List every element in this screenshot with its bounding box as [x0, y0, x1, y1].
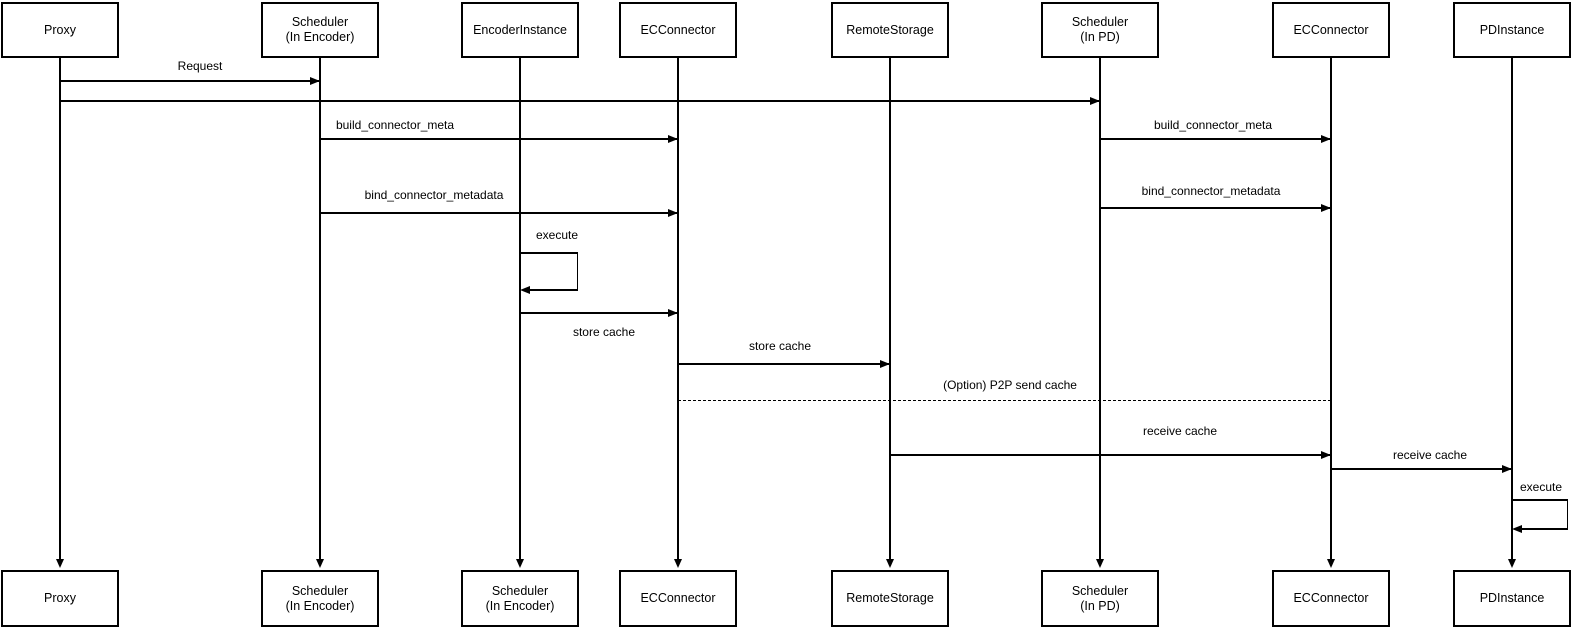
actor-label: Scheduler (In Encoder) — [285, 583, 355, 613]
actor-label: Proxy — [44, 591, 76, 605]
message-store-cache-1-label: store cache — [570, 325, 638, 339]
lifeline-proxy — [59, 58, 61, 560]
lifeline-end-arrowhead-icon — [674, 559, 682, 568]
arrowhead-icon — [880, 360, 890, 368]
message-execute-right-loop-top — [1512, 499, 1568, 501]
message-bind-connector-metadata-left-label: bind_connector_metadata — [362, 188, 506, 202]
message-receive-cache-2-line — [1331, 468, 1512, 470]
arrowhead-icon — [1512, 525, 1522, 533]
actor-label: EncoderInstance — [473, 22, 567, 37]
message-build-connector-meta-right-label: build_connector_meta — [1151, 118, 1275, 132]
message-build-connector-meta-left-label: build_connector_meta — [333, 118, 457, 132]
actor-bottom-scheduler-pd: Scheduler (In PD) — [1041, 570, 1159, 627]
message-build-connector-meta-right-line — [1100, 138, 1331, 140]
lifeline-end-arrowhead-icon — [1096, 559, 1104, 568]
arrowhead-icon — [1502, 465, 1512, 473]
message-request-label: Request — [175, 59, 225, 73]
actor-bottom-pdinstance: PDInstance — [1453, 570, 1571, 627]
lifeline-scheduler-pd — [1099, 58, 1101, 560]
actor-label: RemoteStorage — [846, 591, 934, 605]
actor-label: Proxy — [44, 22, 76, 37]
actor-top-scheduler-pd: Scheduler (In PD) — [1041, 2, 1159, 58]
lifeline-ecconnector-right — [1330, 58, 1332, 560]
actor-label: Scheduler (In Encoder) — [485, 583, 555, 613]
message-p2p-send-cache-label: (Option) P2P send cache — [941, 378, 1079, 392]
actor-label: ECConnector — [640, 22, 716, 37]
actor-top-remotestorage: RemoteStorage — [831, 2, 949, 58]
actor-label: ECConnector — [1293, 22, 1369, 37]
actor-top-ecconnector-left: ECConnector — [619, 2, 737, 58]
message-store-cache-2-label: store cache — [746, 339, 814, 353]
arrowhead-icon — [310, 77, 320, 85]
actor-label: Scheduler (In PD) — [1071, 583, 1129, 613]
arrowhead-icon — [1321, 204, 1331, 212]
message-receive-cache-2-label: receive cache — [1390, 448, 1470, 462]
actor-label: PDInstance — [1479, 591, 1545, 605]
lifeline-scheduler-encoder — [319, 58, 321, 560]
lifeline-pdinstance — [1511, 58, 1513, 560]
message-execute-left-label: execute — [533, 228, 581, 242]
arrowhead-icon — [668, 209, 678, 217]
lifeline-end-arrowhead-icon — [56, 559, 64, 568]
message-bind-connector-metadata-right-label: bind_connector_metadata — [1139, 184, 1283, 198]
lifeline-ecconnector-left — [677, 58, 679, 560]
actor-label: ECConnector — [1293, 591, 1369, 605]
lifeline-end-arrowhead-icon — [516, 559, 524, 568]
actor-label: Scheduler (In Encoder) — [285, 15, 355, 44]
arrowhead-icon — [1321, 135, 1331, 143]
message-execute-left-loop-side — [576, 252, 578, 291]
arrowhead-icon — [1321, 451, 1331, 459]
actor-bottom-scheduler-encoder: Scheduler (In Encoder) — [261, 570, 379, 627]
message-execute-right-loop-bottom — [1521, 528, 1568, 530]
message-bind-connector-metadata-right-line — [1100, 207, 1331, 209]
arrowhead-icon — [1090, 97, 1100, 105]
actor-bottom-remotestorage: RemoteStorage — [831, 570, 949, 627]
message-store-cache-2-line — [678, 363, 890, 365]
lifeline-end-arrowhead-icon — [316, 559, 324, 568]
message-forward-line — [60, 100, 1100, 102]
actor-bottom-ecconnector-right: ECConnector — [1272, 570, 1390, 627]
actor-top-proxy: Proxy — [1, 2, 119, 58]
message-receive-cache-1-label: receive cache — [1140, 424, 1220, 438]
lifeline-end-arrowhead-icon — [1327, 559, 1335, 568]
message-receive-cache-1-line — [890, 454, 1331, 456]
lifeline-end-arrowhead-icon — [1508, 559, 1516, 568]
actor-top-pdinstance: PDInstance — [1453, 2, 1571, 58]
actor-label: RemoteStorage — [846, 22, 934, 37]
message-bind-connector-metadata-left-line — [320, 212, 678, 214]
message-p2p-send-cache-dashed-line — [678, 400, 1331, 402]
arrowhead-icon — [668, 309, 678, 317]
actor-top-scheduler-encoder: Scheduler (In Encoder) — [261, 2, 379, 58]
message-execute-left-loop-top — [520, 252, 578, 254]
message-build-connector-meta-left-line — [320, 138, 678, 140]
actor-top-encoderinstance: EncoderInstance — [461, 2, 579, 58]
actor-label: ECConnector — [640, 591, 716, 605]
message-request-line — [60, 80, 320, 82]
message-store-cache-1-line — [520, 312, 678, 314]
message-execute-right-loop-side — [1566, 499, 1568, 530]
message-execute-right-label: execute — [1517, 480, 1565, 494]
lifeline-encoderinstance — [519, 58, 521, 560]
actor-label: PDInstance — [1479, 22, 1545, 37]
actor-bottom-ecconnector-left: ECConnector — [619, 570, 737, 627]
lifeline-end-arrowhead-icon — [886, 559, 894, 568]
arrowhead-icon — [520, 286, 530, 294]
actor-bottom-scheduler-encoder-2: Scheduler (In Encoder) — [461, 570, 579, 627]
message-execute-left-loop-bottom — [529, 289, 578, 291]
actor-label: Scheduler (In PD) — [1071, 15, 1129, 44]
actor-top-ecconnector-right: ECConnector — [1272, 2, 1390, 58]
lifeline-remotestorage — [889, 58, 891, 560]
actor-bottom-proxy: Proxy — [1, 570, 119, 627]
arrowhead-icon — [668, 135, 678, 143]
